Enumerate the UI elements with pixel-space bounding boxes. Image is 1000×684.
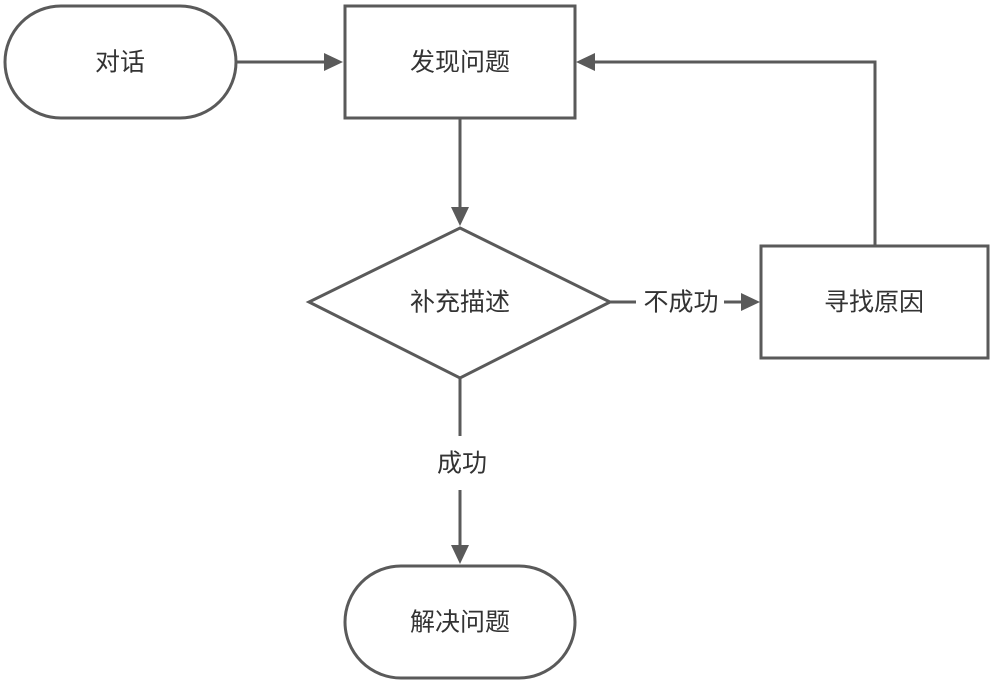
arrowhead xyxy=(324,53,343,71)
node-dialogue-shape xyxy=(3,4,238,120)
edge-label-fail: 不成功 xyxy=(643,288,718,317)
arrowhead xyxy=(576,53,595,71)
node-solve-problem-label: 解决问题 xyxy=(410,608,510,637)
node-supplement-shape xyxy=(305,226,614,380)
edge-label-success: 成功 xyxy=(437,449,487,478)
arrowhead xyxy=(451,207,469,226)
node-supplement-label: 补充描述 xyxy=(410,288,510,317)
node-find-problem-shape xyxy=(343,4,577,120)
node-find-cause-label: 寻找原因 xyxy=(824,288,924,317)
node-find-problem-label: 发现问题 xyxy=(410,48,510,77)
node-dialogue-label: 对话 xyxy=(95,48,145,77)
node-find-cause-shape xyxy=(759,244,990,360)
arrowhead xyxy=(451,545,469,564)
node-solve-problem-shape xyxy=(343,564,577,680)
edge-find-cause-to-find-problem xyxy=(594,60,877,246)
arrowhead xyxy=(741,293,760,311)
